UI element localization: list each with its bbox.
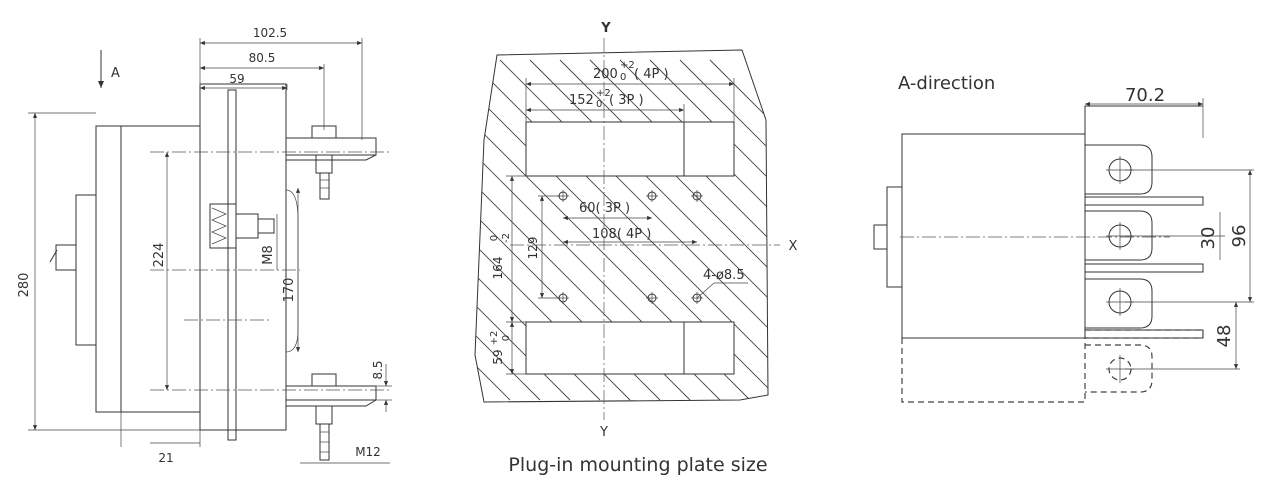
dim-60-3p: 60( 3P ): [579, 201, 630, 216]
plate-outline: [474, 49, 769, 403]
dim-108-4p: 108( 4P ): [592, 227, 651, 242]
dim-m12: M12: [355, 445, 381, 459]
holes-note: 4-ø8.5: [703, 268, 745, 283]
cutout-bottom: [525, 321, 735, 375]
a-direction-view: A-direction: [873, 73, 1254, 403]
dim-152-tol-upper: +2: [596, 88, 611, 99]
direction-label: A: [111, 66, 120, 81]
dim-59-tol-upper: +2: [489, 331, 500, 346]
dim-3p-label: ( 3P ): [609, 93, 644, 108]
cutout-top: [525, 121, 735, 177]
dim-152-tol-lower: 0: [596, 99, 602, 110]
dim-59-plate: 59: [491, 349, 505, 364]
a-handle: [873, 224, 888, 250]
mounting-plate: [227, 89, 237, 441]
top-terminal: [285, 125, 377, 200]
plate-caption: Plug-in mounting plate size: [508, 454, 767, 476]
terminal-lugs: [1085, 144, 1153, 329]
dim-70-2: 70.2: [1125, 85, 1165, 106]
dim-200-tol-upper: +2: [620, 60, 635, 71]
breaker-front-face: [75, 194, 96, 346]
dim-280: 280: [17, 273, 32, 298]
dim-30: 30: [1198, 227, 1219, 250]
y-axis-top-label: Y: [600, 21, 611, 36]
side-view: A: [17, 26, 392, 465]
breaker-body: [95, 125, 201, 413]
dim-8-5: 8.5: [371, 360, 385, 379]
dim-152: 152: [569, 93, 594, 108]
dim-4p-label: ( 4P ): [634, 67, 669, 82]
dim-129: 129: [526, 237, 540, 260]
dim-48: 48: [1214, 325, 1235, 348]
a-handle-base: [886, 186, 903, 288]
plate-view: Y Y X 200 +2 0 ( 4P ) 152 +2 0 ( 3P ) 60…: [474, 21, 798, 476]
x-axis-label: X: [789, 239, 798, 254]
dim-200: 200: [593, 67, 618, 82]
plug-in-base: [199, 83, 287, 431]
fourth-pole-dashed: [901, 329, 1204, 403]
handle: [55, 244, 76, 271]
y-axis-bottom-label: Y: [599, 425, 608, 440]
dim-80-5: 80.5: [249, 51, 276, 65]
dim-224: 224: [152, 243, 167, 268]
dim-96: 96: [1229, 225, 1250, 248]
dim-59-tol-lower: 0: [501, 335, 512, 341]
dim-21: 21: [158, 451, 173, 465]
dim-59: 59: [229, 72, 244, 86]
bottom-terminal: [285, 373, 377, 461]
a-body: [901, 133, 1086, 339]
dim-200-tol-lower: 0: [620, 72, 626, 83]
a-direction-title: A-direction: [898, 73, 995, 94]
dim-164: 164: [491, 257, 505, 280]
dim-102-5: 102.5: [253, 26, 287, 40]
dim-m8: M8: [261, 245, 276, 265]
dim-170: 170: [282, 278, 297, 303]
dim-164-tol-lower: -2: [501, 233, 512, 243]
dim-164-tol-upper: 0: [489, 235, 500, 241]
mid-stud: [209, 203, 275, 249]
